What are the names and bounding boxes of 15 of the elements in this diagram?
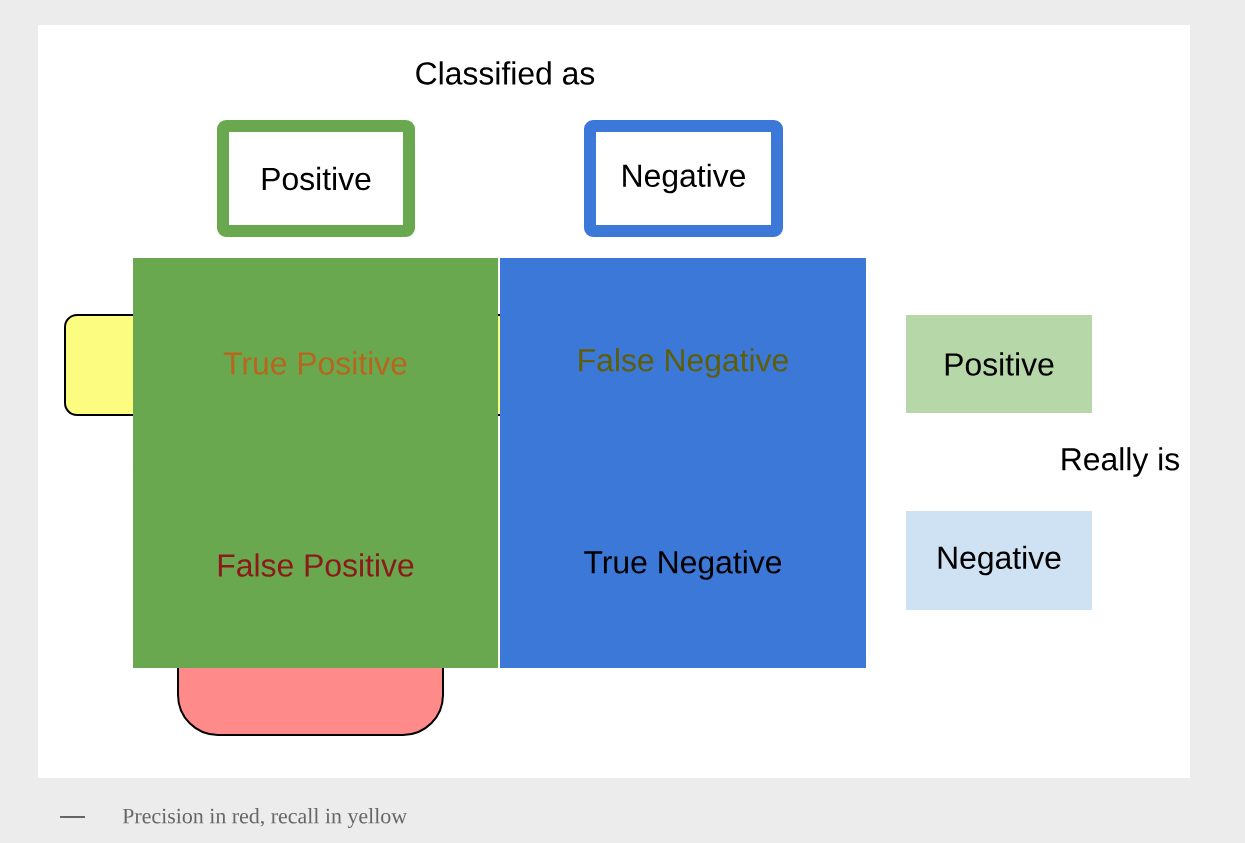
- matrix-cell: False Negative: [500, 258, 866, 468]
- category-box: Negative: [906, 511, 1092, 610]
- node-label: False Negative: [579, 348, 788, 378]
- category-box: Positive: [217, 120, 415, 237]
- matrix-cell: True Negative: [500, 462, 866, 668]
- axis-title: Really is: [1062, 447, 1179, 477]
- caption: Precision in red, recall in yellow: [122, 808, 407, 828]
- category-box: Negative: [584, 120, 783, 237]
- matrix-cell: False Positive: [133, 462, 498, 668]
- node-label: True Positive: [223, 351, 407, 375]
- node-label: False Positive: [218, 553, 414, 577]
- node-label: True Negative: [584, 550, 782, 580]
- axis-title: Classified as: [416, 61, 595, 85]
- category-box: Positive: [906, 315, 1092, 413]
- matrix-cell: True Positive: [133, 258, 498, 468]
